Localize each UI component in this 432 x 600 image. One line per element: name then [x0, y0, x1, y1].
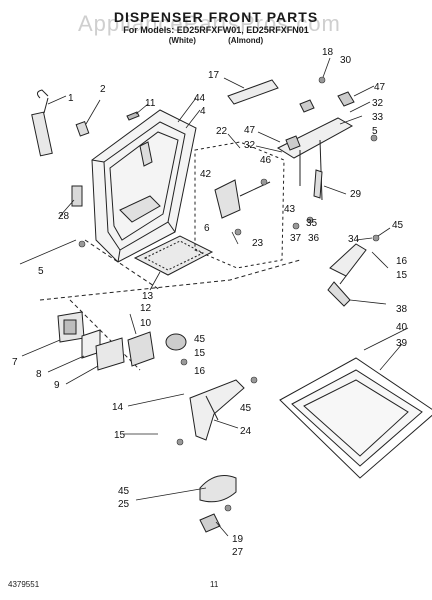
callout-label: 38 — [396, 304, 408, 315]
page-number: 11 — [210, 580, 219, 589]
callout-label: 40 — [396, 322, 408, 333]
part-trim-strip — [227, 79, 279, 105]
callout-label: 25 — [118, 499, 130, 510]
callout-label: 45 — [392, 220, 404, 231]
callout-label: 5 — [372, 126, 378, 137]
callout-label: 28 — [58, 211, 70, 222]
callout-label: 4 — [200, 106, 206, 117]
callout-label: 7 — [12, 357, 18, 368]
callout-label: 23 — [252, 238, 264, 249]
callout-label: 42 — [200, 169, 212, 180]
color-variants: (White) (Almond) — [0, 36, 432, 45]
part-light-lens — [57, 311, 85, 343]
callout-label: 10 — [140, 318, 152, 329]
part-clip — [75, 121, 90, 137]
callout-label: 44 — [194, 93, 206, 104]
callout-label: 45 — [240, 403, 252, 414]
callout-label: 2 — [100, 84, 106, 95]
part-retainer-clip — [199, 513, 221, 533]
part-actuator — [214, 179, 271, 219]
callout-label: 11 — [145, 98, 156, 109]
callout-label: 47 — [244, 125, 256, 136]
part-light-socket — [71, 185, 83, 207]
part-wire-harness — [31, 89, 53, 157]
callout-label: 19 — [232, 534, 244, 545]
callout-label: 17 — [208, 70, 220, 81]
callout-label: 29 — [350, 189, 362, 200]
callout-label: 18 — [322, 47, 334, 58]
callout-label: 35 — [306, 218, 318, 229]
watermark: AppliancePartsPros.com — [78, 11, 341, 36]
diagram-title: DISPENSER FRONT PARTS — [113, 9, 319, 25]
part-front-panel — [279, 357, 432, 479]
model-numbers: For Models: ED25RFXFW01, ED25RFXFN01 — [123, 25, 309, 35]
callout-label: 30 — [340, 55, 352, 66]
callout-label: 13 — [142, 291, 154, 302]
callout-label: 5 — [38, 266, 44, 277]
part-switch-plate — [95, 337, 125, 371]
callout-label: 24 — [240, 426, 252, 437]
part-water-paddle — [189, 379, 245, 441]
part-switch-bracket — [276, 91, 355, 201]
callout-label: 6 — [204, 223, 210, 234]
callout-label: 22 — [216, 126, 228, 137]
callout-label: 16 — [194, 366, 206, 377]
part-switch-assembly — [127, 331, 187, 367]
callout-label: 12 — [140, 303, 152, 314]
callout-label: 36 — [308, 233, 320, 244]
part-ice-lever — [327, 243, 367, 307]
callout-label: 34 — [348, 234, 360, 245]
callout-label: 46 — [260, 155, 272, 166]
color-white: (White) — [168, 36, 196, 45]
part-drip-cup — [199, 475, 237, 503]
callout-labels: 1 2 11 44 4 17 18 30 47 32 33 5 22 47 32… — [12, 47, 408, 558]
callout-label: 8 — [36, 369, 42, 380]
callout-label: 14 — [112, 402, 124, 413]
callout-label: 37 — [290, 233, 302, 244]
callout-label: 32 — [244, 140, 256, 151]
callout-label: 15 — [114, 430, 126, 441]
callout-label: 9 — [54, 380, 60, 391]
part-dispenser-housing — [91, 109, 197, 263]
callout-label: 33 — [372, 112, 384, 123]
callout-label: 16 — [396, 256, 408, 267]
callout-label: 45 — [118, 486, 130, 497]
callout-label: 27 — [232, 547, 244, 558]
callout-label: 39 — [396, 338, 408, 349]
document-number: 4379551 — [8, 580, 40, 589]
color-almond: (Almond) — [228, 36, 264, 45]
callout-label: 1 — [68, 93, 74, 104]
part-solenoid — [313, 169, 323, 199]
callout-label: 47 — [374, 82, 386, 93]
callout-label: 32 — [372, 98, 384, 109]
callout-label: 45 — [194, 334, 206, 345]
callout-label: 43 — [284, 204, 296, 215]
callout-label: 15 — [396, 270, 408, 281]
callout-label: 15 — [194, 348, 206, 359]
